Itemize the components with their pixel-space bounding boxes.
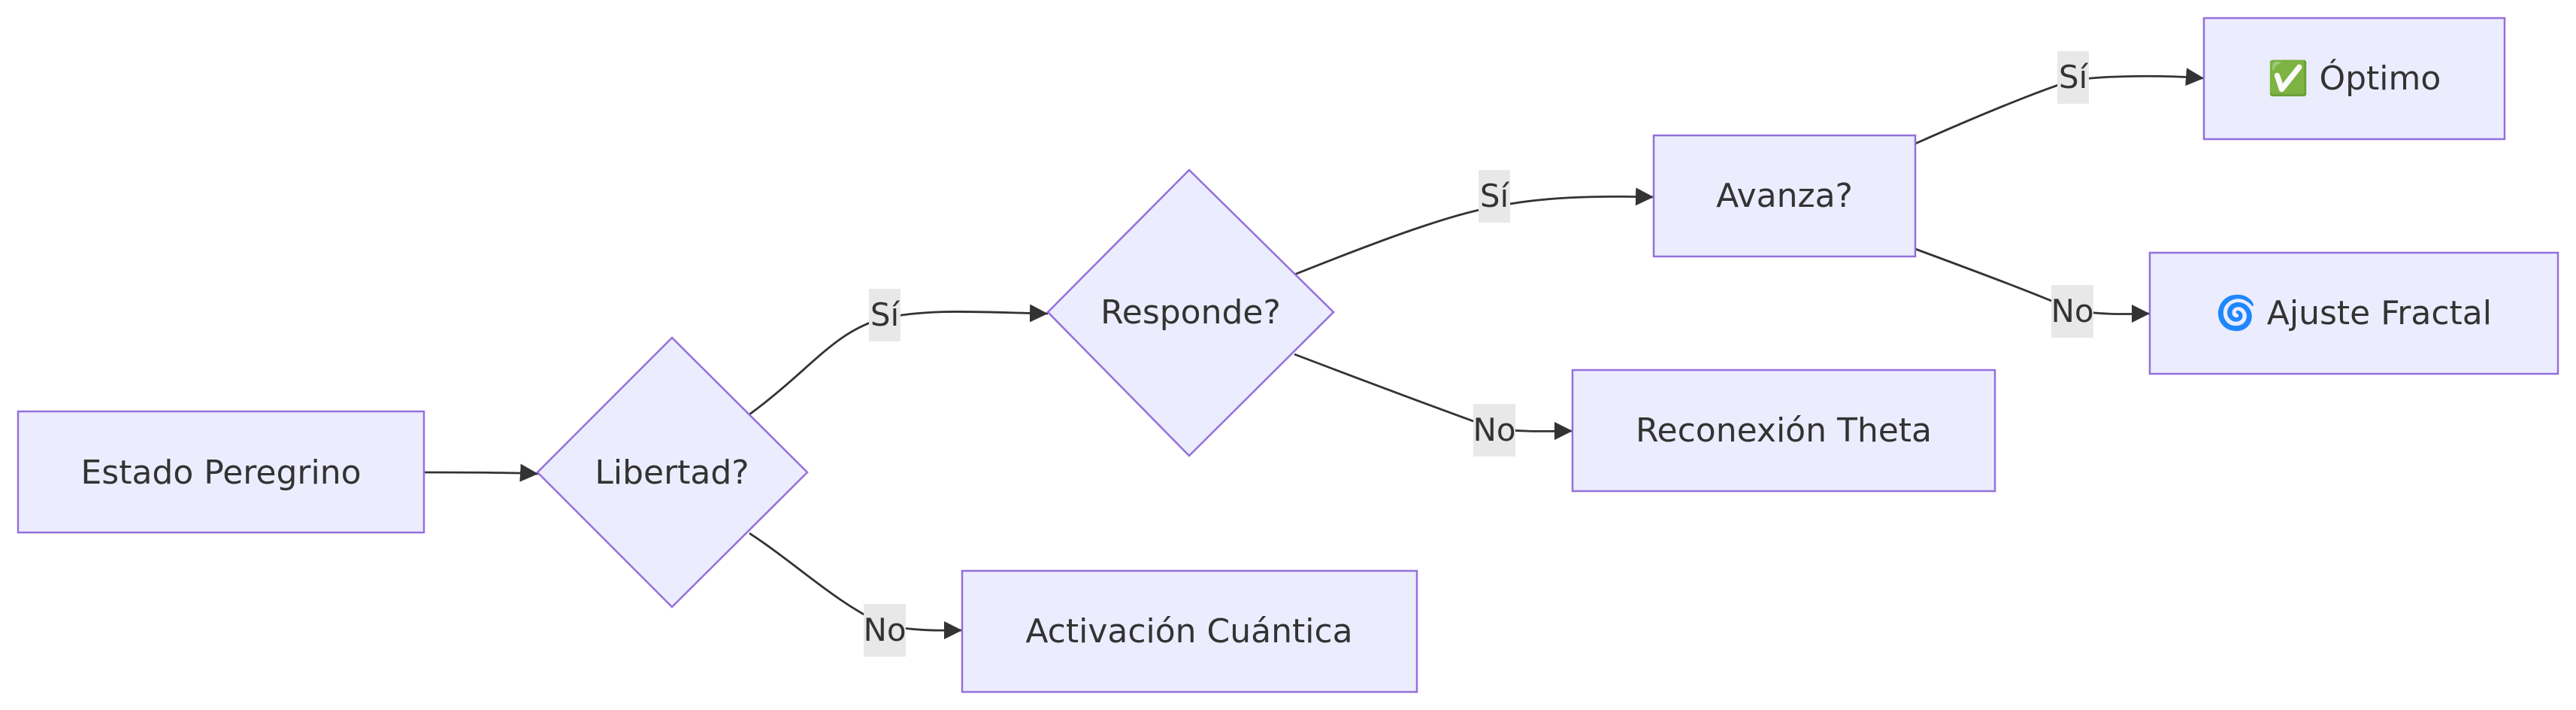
edge-label-libertad-si: Sí [869, 289, 901, 341]
edge-label-responde-no: No [1473, 404, 1516, 457]
decision-avanza: Avanza? [1652, 134, 1917, 258]
node-optimo: ✅ Óptimo [2202, 17, 2506, 141]
node-label: ✅ Óptimo [2268, 58, 2441, 98]
decision-responde: Responde? [1046, 168, 1335, 457]
edge-label-text: No [1473, 411, 1515, 448]
node-reconexion-theta: Reconexión Theta [1571, 369, 1996, 493]
edge-label-avanza-si: Sí [2057, 51, 2089, 104]
edge-label-avanza-no: No [2051, 285, 2094, 338]
edge-label-text: No [2051, 293, 2093, 329]
node-label: Estado Peregrino [80, 454, 361, 492]
node-label: Responde? [1100, 293, 1281, 332]
edge-label-libertad-no: No [863, 604, 907, 657]
edge-label-text: Sí [1480, 178, 1510, 214]
node-label: Reconexión Theta [1636, 411, 1932, 450]
node-ajuste-fractal: 🌀 Ajuste Fractal [2148, 251, 2559, 375]
node-label: Activación Cuántica [1025, 612, 1352, 651]
edge-label-text: Sí [870, 296, 901, 333]
edge-libertad-to-activacion [749, 532, 963, 640]
edge-label-text: No [863, 611, 906, 648]
node-estado-peregrino: Estado Peregrino [17, 410, 425, 534]
node-label: Avanza? [1716, 177, 1853, 215]
decision-libertad: Libertad? [536, 336, 809, 608]
edge-avanza-to-ajuste [1915, 247, 2151, 323]
edge-label-responde-si: Sí [1479, 170, 1510, 223]
node-label: Libertad? [595, 454, 749, 492]
node-activacion-cuantica: Activación Cuántica [961, 569, 1418, 693]
edge-label-text: Sí [2059, 59, 2089, 96]
edge-responde-to-avanza [1294, 187, 1654, 276]
edge-estado-to-libertad [423, 463, 539, 482]
node-label: 🌀 Ajuste Fractal [2215, 293, 2492, 332]
edge-responde-to-reconexion [1294, 353, 1573, 441]
